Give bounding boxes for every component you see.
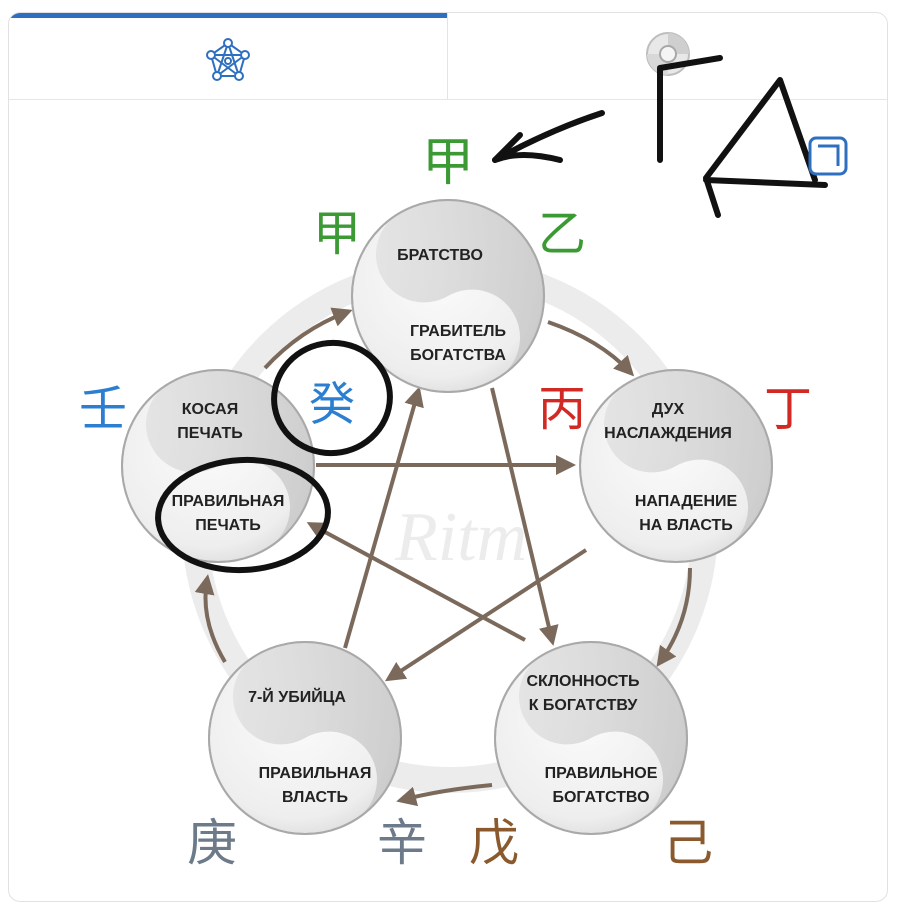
circle-fire: ДУХ НАСЛАЖДЕНИЯ НАПАДЕНИЕ НА ВЛАСТЬ [579, 369, 773, 563]
circle-metal: 7-Й УБИЙЦА ПРАВИЛЬНАЯ ВЛАСТЬ [208, 641, 402, 835]
drawn-arrow [492, 110, 605, 163]
generating-arrows [194, 307, 692, 807]
circle-water-top-label: ПЕЧАТЬ [177, 425, 242, 442]
circle-wood-bottom-label: ГРАБИТЕЛЬ [410, 323, 506, 340]
circle-metal-bottom-label: ПРАВИЛЬНАЯ [259, 765, 372, 782]
drawn-circle-seal [155, 456, 331, 574]
arrow-fire-to-earth [656, 567, 692, 667]
circle-earth-bottom-label: ПРАВИЛЬНОЕ [545, 765, 658, 782]
circle-earth-top-label: К БОГАТСТВУ [529, 697, 639, 714]
stem-xin: 辛 [377, 814, 427, 872]
stem-wu: 戊 [469, 814, 519, 872]
stem-yi: 乙 [538, 206, 586, 262]
circle-fire-top-label: НАСЛАЖДЕНИЯ [604, 425, 732, 442]
circle-fire-bottom-label: НАПАДЕНИЕ [635, 493, 738, 510]
circle-earth: СКЛОННОСТЬ К БОГАТСТВУ ПРАВИЛЬНОЕ БОГАТСТВО [494, 641, 688, 835]
tab-bar [9, 13, 887, 100]
circle-fire-top-label: ДУХ [652, 401, 685, 418]
drawn-letter-g [657, 55, 723, 163]
circle-earth-top-label: СКЛОННОСТЬ [527, 673, 640, 690]
circle-earth-bottom-label: БОГАТСТВО [552, 789, 649, 806]
drawn-circle-gui [271, 339, 393, 457]
arrow-wood-to-earth [490, 387, 559, 646]
arrow-earth-to-metal [396, 783, 493, 807]
stem-ji: 己 [663, 814, 713, 872]
drawn-letter-d [703, 77, 828, 218]
small-badge-icon [808, 136, 848, 176]
stem-geng: 庚 [187, 814, 237, 872]
arrow-water-to-wood [263, 307, 353, 370]
arrow-metal-to-water [194, 574, 227, 664]
arrow-metal-to-wood [343, 386, 424, 649]
circle-water-bottom-label: ПРАВИЛЬНАЯ [172, 493, 285, 510]
hand-annotations [155, 55, 828, 574]
circle-water-top-label: КОСАЯ [182, 401, 238, 418]
stem-gui: 癸 [309, 377, 355, 431]
stem-jia: 甲 [313, 206, 361, 262]
network-pentagon-icon [206, 38, 250, 81]
circle-metal-top-label: 7-Й УБИЙЦА [248, 687, 346, 706]
stem-jia-top: 甲 [422, 133, 474, 193]
stems-layer: 甲甲乙丙丁壬癸庚辛戊己 [79, 133, 812, 872]
stem-ding: 丁 [764, 381, 812, 437]
arrow-earth-to-water [306, 522, 526, 642]
circle-wood-top-label: БРАТСТВО [397, 247, 483, 264]
stem-ren: 壬 [79, 381, 127, 437]
circle-fire-bottom-label: НА ВЛАСТЬ [639, 517, 733, 534]
circle-water-bottom-label: ПЕЧАТЬ [195, 517, 260, 534]
arrow-fire-to-metal [384, 548, 588, 682]
circle-metal-bottom-label: ВЛАСТЬ [282, 789, 348, 806]
watermark: Ritm [394, 499, 527, 576]
controlling-arrows [306, 386, 588, 682]
drawn-arrow-head [492, 132, 523, 163]
circle-wood: БРАТСТВО ГРАБИТЕЛЬ БОГАТСТВА [351, 199, 545, 393]
stem-bing: 丙 [538, 381, 586, 437]
arrow-wood-to-fire [547, 320, 635, 377]
circle-wood-bottom-label: БОГАТСТВА [410, 347, 506, 364]
tab-network[interactable] [9, 13, 447, 99]
circles-layer: БРАТСТВО ГРАБИТЕЛЬ БОГАТСТВА ДУХ НАСЛАЖДЕНИЯ… [121, 199, 773, 835]
